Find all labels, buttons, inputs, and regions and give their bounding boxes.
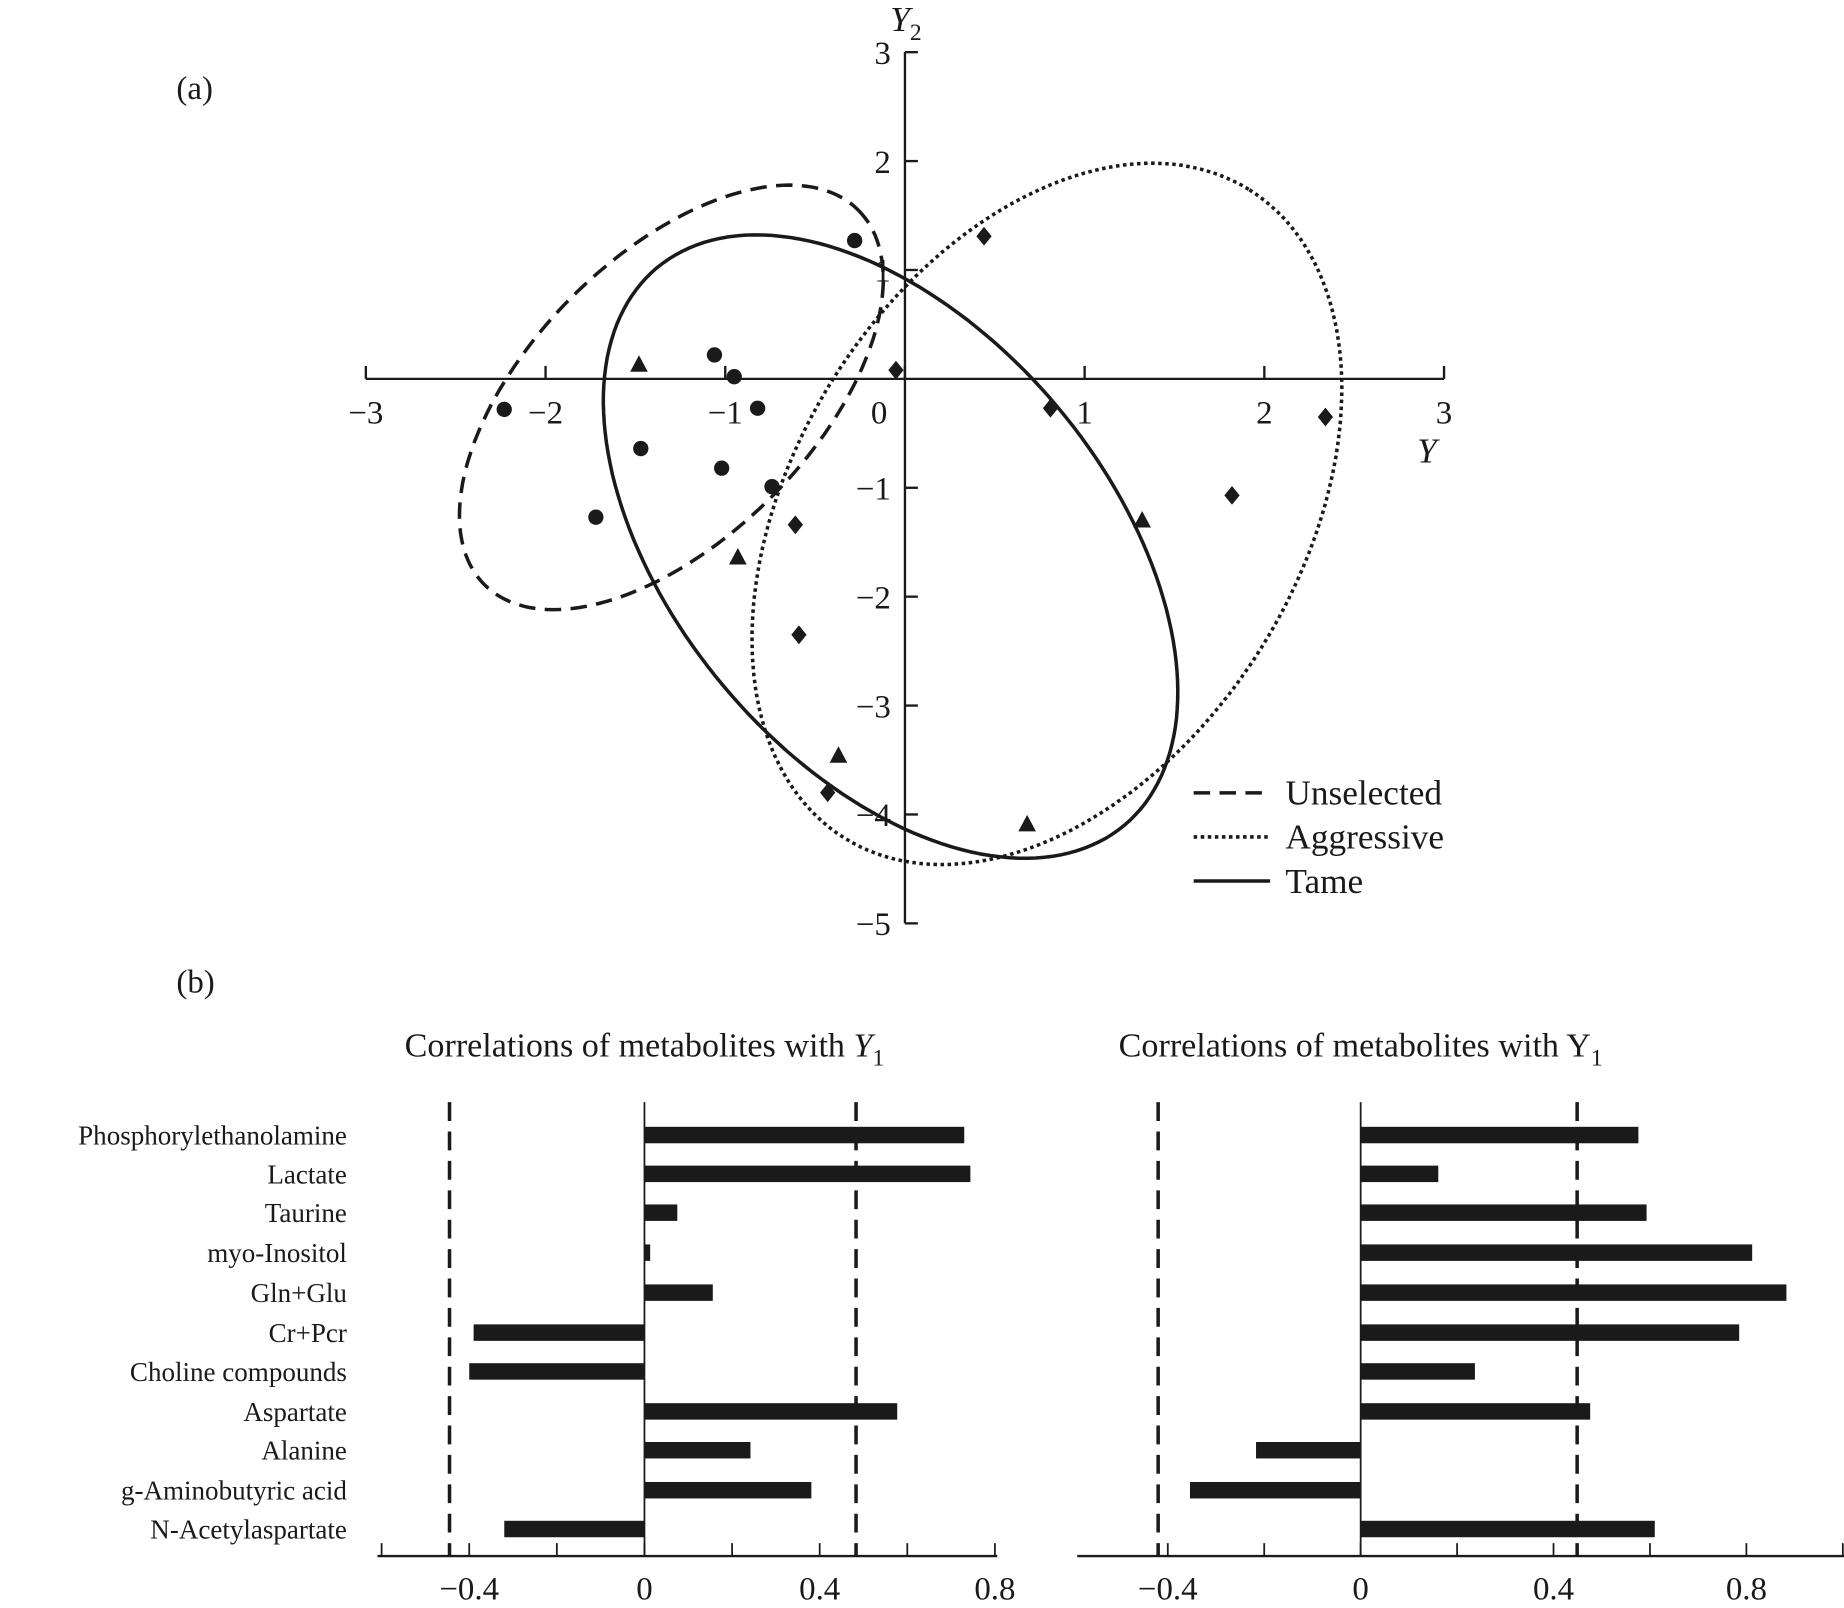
circle-point: [846, 232, 863, 249]
category-label: Taurine: [265, 1198, 347, 1228]
category-label: myo-Inositol: [207, 1238, 347, 1268]
x-tick-label: 2: [1256, 396, 1272, 432]
x-tick-label: −3: [348, 396, 383, 432]
category-label: N-Acetylaspartate: [150, 1514, 347, 1544]
legend-label-unselected: Unselected: [1285, 774, 1442, 813]
bar: [1189, 1481, 1361, 1499]
bar: [644, 1284, 713, 1301]
x-tick-label: 0.8: [974, 1572, 1015, 1608]
category-label: Lactate: [267, 1159, 347, 1189]
bar: [469, 1363, 645, 1380]
chart-title: Correlations of metabolites with Y1: [1119, 1027, 1603, 1071]
bar: [644, 1244, 651, 1261]
diamond-point: [976, 226, 992, 246]
panel-b-label: (b): [176, 965, 214, 1001]
scatter-plot: −3−2−10123321−1−2−3−4−5Y1Y2UnselectedAgg…: [348, 0, 1452, 943]
circle-point: [764, 479, 780, 495]
category-label: Aspartate: [243, 1397, 347, 1427]
circle-point: [714, 460, 730, 476]
diamond-point: [791, 625, 807, 645]
bar: [1360, 1403, 1591, 1420]
triangle-point: [729, 548, 747, 565]
diamond-point: [1224, 485, 1240, 505]
legend-label-tame: Tame: [1285, 862, 1363, 901]
triangle-point: [1018, 814, 1036, 832]
category-label: Phosphorylethanolamine: [78, 1120, 347, 1150]
triangle-point: [630, 355, 648, 372]
x-axis-label: Y: [1417, 431, 1440, 470]
y-tick-label: −2: [856, 580, 891, 616]
bar: [1360, 1324, 1740, 1341]
circle-point: [706, 347, 723, 363]
y-tick-label: −5: [856, 907, 891, 943]
bar: [644, 1403, 898, 1420]
x-tick-label: 0.4: [799, 1572, 840, 1608]
bar: [1360, 1520, 1655, 1538]
category-label: Alanine: [261, 1436, 347, 1466]
bar: [1256, 1441, 1361, 1459]
x-tick-label: 0.8: [1726, 1572, 1767, 1608]
bar: [644, 1126, 965, 1144]
y-tick-label: −4: [856, 798, 891, 834]
x-tick-label: 3: [1436, 396, 1452, 432]
chart-title-var: Y: [853, 1027, 875, 1064]
bar-chart-right: Correlations of metabolites with Y1 −0.4 0…: [1077, 1027, 1844, 1608]
ellipse-unselected: [457, 183, 886, 612]
x-tick-label: −0.4: [1138, 1572, 1198, 1608]
circle-point: [588, 509, 604, 525]
diamond-point: [1317, 407, 1334, 427]
x-tick-label: 0: [1352, 1572, 1368, 1608]
bar-chart-left: Correlations of metabolites with Y1 −0.4 0…: [78, 1027, 1015, 1607]
panel-a-label: (a): [176, 71, 213, 107]
bar: [1360, 1244, 1753, 1261]
chart-title-sub: 1: [872, 1046, 884, 1072]
category-label: Choline compounds: [130, 1357, 347, 1387]
ellipse-tame: [601, 233, 1180, 860]
bar: [644, 1165, 971, 1183]
y-tick-label: 3: [874, 36, 890, 72]
circle-point: [496, 401, 512, 418]
diamond-point: [787, 515, 803, 535]
diamond-point: [820, 783, 836, 803]
circle-point: [726, 369, 742, 385]
bar: [473, 1324, 645, 1341]
chart-title: Correlations of metabolites with Y1: [405, 1027, 885, 1071]
x-tick-label: 0.4: [1533, 1572, 1574, 1608]
diamond-point: [888, 360, 904, 380]
circle-point: [633, 440, 649, 457]
category-label: Gln+Glu: [251, 1278, 348, 1308]
y-axis-label-sub: 2: [910, 20, 922, 46]
bar: [1360, 1284, 1787, 1301]
bar: [504, 1520, 645, 1538]
triangle-point: [829, 746, 848, 763]
x-tick-label: −0.4: [439, 1572, 499, 1608]
diamond-point: [1042, 398, 1059, 418]
x-tick-label: −2: [528, 396, 563, 432]
chart-title-sub: 1: [1591, 1046, 1603, 1072]
category-label: Cr+Pcr: [269, 1318, 347, 1348]
x-tick-label: 0: [636, 1572, 652, 1608]
bar: [1360, 1165, 1439, 1183]
bar: [1360, 1126, 1639, 1144]
x-tick-label: −1: [708, 396, 743, 432]
bar: [644, 1441, 751, 1459]
x-tick-label: 1: [1076, 396, 1092, 432]
y-tick-label: −1: [856, 472, 891, 508]
triangle-point: [1133, 511, 1151, 528]
y-tick-label: 2: [874, 145, 890, 181]
x-tick-label: 0: [871, 396, 887, 432]
bar: [644, 1204, 678, 1221]
circle-point: [749, 400, 766, 416]
bar: [1360, 1363, 1475, 1380]
category-label: g-Aminobutyric acid: [121, 1476, 347, 1506]
legend-label-aggressive: Aggressive: [1285, 818, 1444, 857]
bar: [1360, 1204, 1647, 1221]
y-tick-label: −3: [856, 689, 891, 725]
bar: [644, 1481, 812, 1499]
y-axis-label: Y2: [890, 0, 921, 46]
